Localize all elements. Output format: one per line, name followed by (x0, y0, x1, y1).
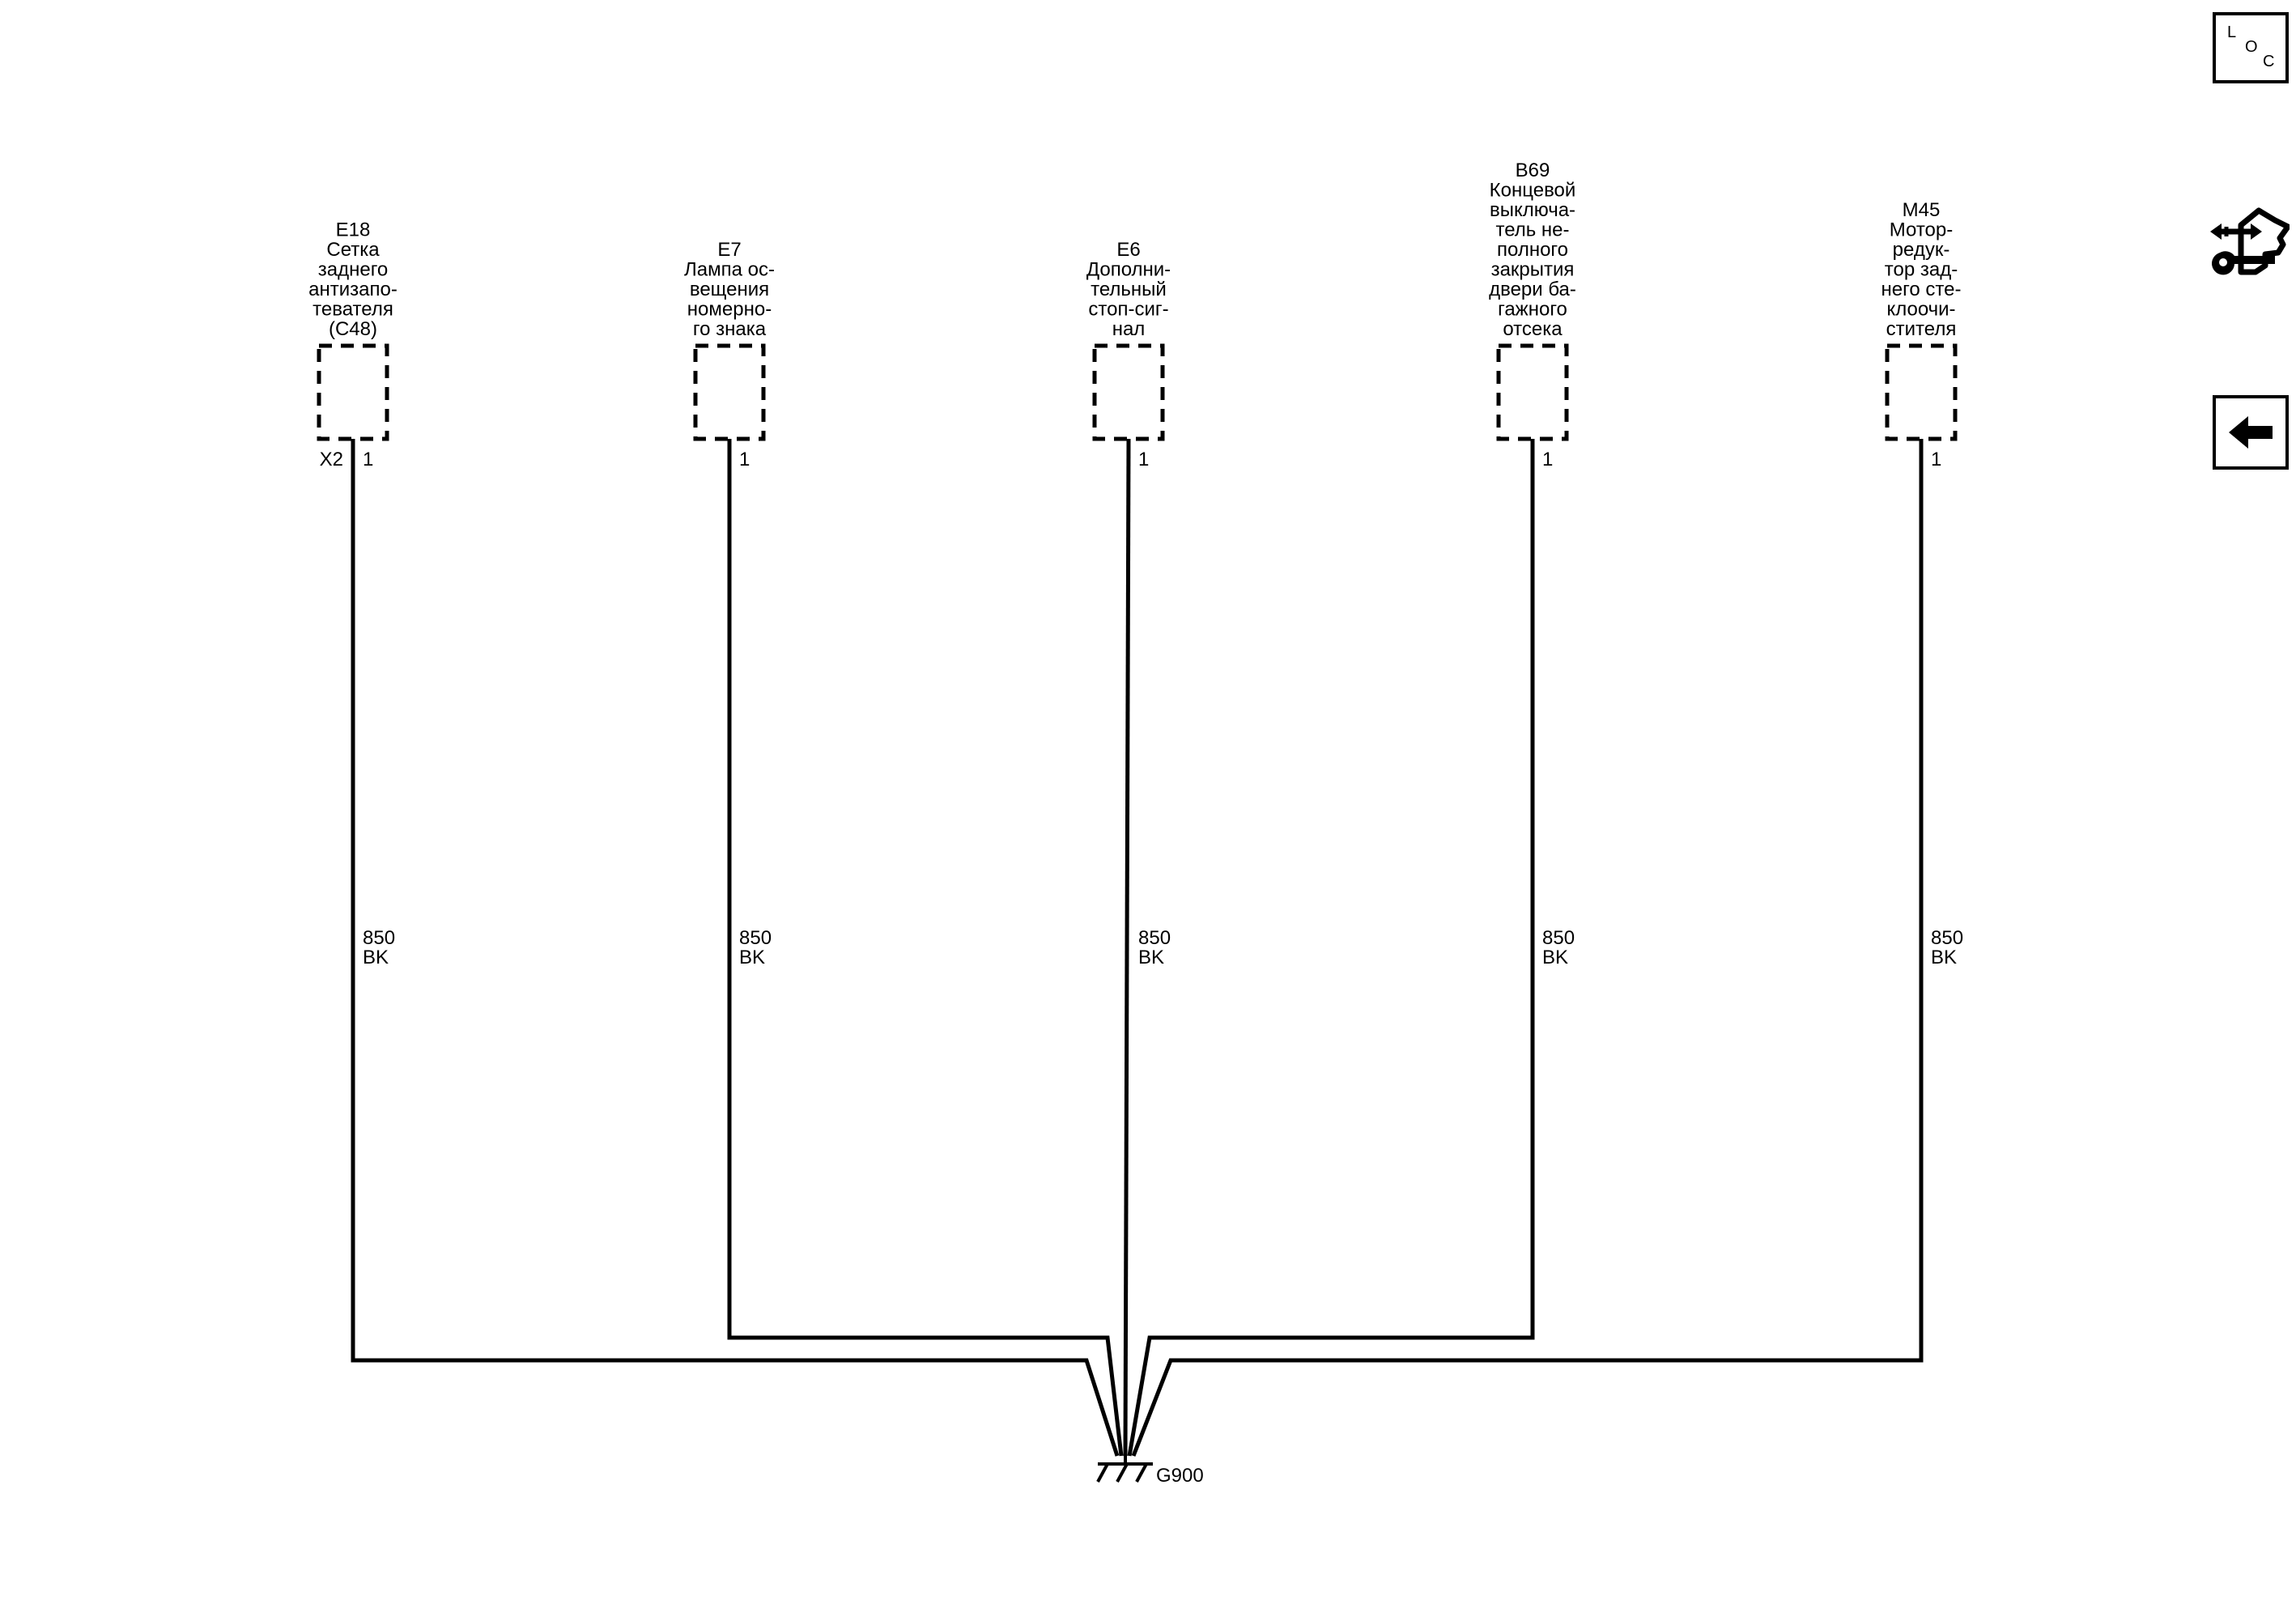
ground-label: G900 (1156, 1465, 1204, 1487)
location-icon-letter-l: L (2227, 23, 2237, 41)
connector-label: X2 (320, 449, 343, 470)
wire-e18 (351, 439, 1120, 1457)
connector-view-button[interactable] (2209, 202, 2291, 283)
component-description-line: редук- (1893, 239, 1950, 261)
wire-color-label: BK (739, 947, 765, 968)
pin-label: 1 (739, 449, 750, 470)
ground-hatch (1116, 1463, 1129, 1483)
component-description-line: гажного (1498, 299, 1567, 321)
component-description-line: Мотор- (1890, 219, 1954, 241)
wire-color-label: BK (363, 947, 389, 968)
component-description-line: антизапо- (308, 279, 398, 300)
connector-box (317, 343, 389, 441)
component-description-line: отсека (1503, 318, 1563, 340)
back-button[interactable] (2213, 395, 2289, 470)
component-description-line: Дополни- (1086, 259, 1171, 281)
wire-b69 (1127, 439, 1535, 1457)
component-description-line: номерно- (687, 299, 772, 321)
wire-circuit-label: 850 (1542, 927, 1575, 949)
connector-box (1496, 343, 1569, 441)
component-description-line: выключа- (1490, 199, 1575, 221)
ground-hatch (1135, 1463, 1148, 1483)
wire-color-label: BK (1138, 947, 1164, 968)
component-ref-label: E7 (717, 239, 741, 261)
connector-box (693, 343, 766, 441)
connector-wrench-icon (2210, 207, 2291, 275)
wire-color-label: BK (1542, 947, 1568, 968)
component-description-line: тевателя (313, 299, 393, 321)
component-description-line: клоочи- (1886, 299, 1955, 321)
component-description-line: Концевой (1490, 180, 1576, 202)
component-description-line: тельный (1091, 279, 1167, 300)
location-button[interactable]: L O C (2213, 12, 2289, 83)
component-description-line: (С48) (329, 318, 377, 340)
ground-hatch (1096, 1463, 1109, 1483)
component-description-line: Сетка (326, 239, 380, 261)
connector-box (1885, 343, 1958, 441)
component-description-line: тель не- (1495, 219, 1569, 241)
pin-label: 1 (1931, 449, 1941, 470)
wire-e7 (727, 439, 1124, 1457)
component-description-line: нал (1112, 318, 1146, 340)
back-arrow-icon (2229, 416, 2273, 449)
component-description-line: го знака (693, 318, 767, 340)
component-ref-label: E18 (336, 219, 371, 241)
ground-g900: G900 (1096, 1456, 1204, 1487)
component-ref-label: E6 (1116, 239, 1140, 261)
component-ref-label: B69 (1516, 160, 1550, 181)
pin-label: 1 (1138, 449, 1149, 470)
component-description-line: стоп-сиг- (1088, 299, 1168, 321)
wire-circuit-label: 850 (1138, 927, 1171, 949)
wire-e6 (1123, 438, 1131, 1457)
component-description-line: тор зад- (1885, 259, 1958, 281)
component-description-line: Лампа ос- (684, 259, 775, 281)
component-description-line: вещения (690, 279, 769, 300)
component-ref-label: M45 (1903, 199, 1941, 221)
pin-label: 1 (1542, 449, 1553, 470)
wire-circuit-label: 850 (1931, 927, 1963, 949)
component-description-line: заднего (318, 259, 389, 281)
wire-m45 (1131, 439, 1924, 1457)
wire-circuit-label: 850 (363, 927, 395, 949)
component-description-line: закрытия (1491, 259, 1575, 281)
component-description-line: стителя (1886, 318, 1957, 340)
component-description-line: двери ба- (1489, 279, 1576, 300)
location-icon-letter-c: C (2263, 53, 2275, 70)
pin-label: 1 (363, 449, 373, 470)
connector-box (1092, 343, 1165, 441)
location-icon-letter-o: O (2245, 38, 2258, 56)
wire-color-label: BK (1931, 947, 1957, 968)
component-description-line: полного (1497, 239, 1568, 261)
wire-circuit-label: 850 (739, 927, 772, 949)
component-description-line: него сте- (1881, 279, 1962, 300)
